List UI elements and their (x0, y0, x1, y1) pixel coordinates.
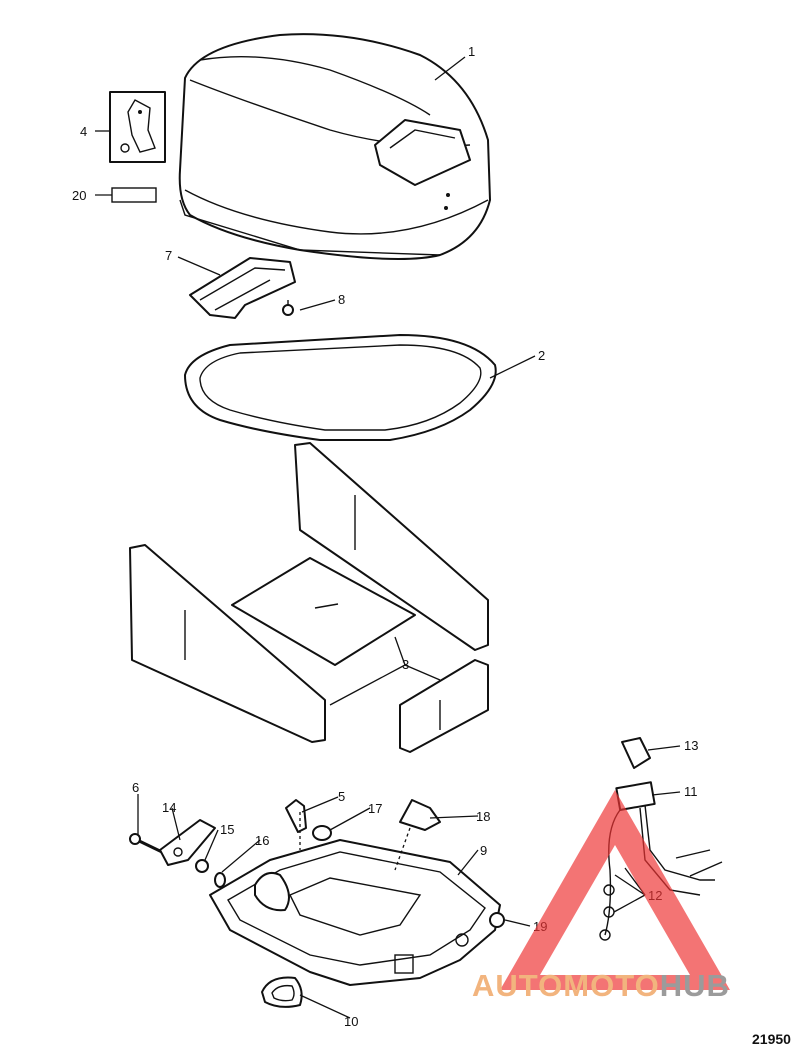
callout-4: 4 (80, 124, 87, 139)
callout-3: 3 (402, 657, 409, 672)
washer-part (214, 872, 226, 888)
callout-8: 8 (338, 292, 345, 307)
screw-part (282, 300, 294, 316)
callout-20: 20 (72, 188, 86, 203)
cowl-seal-part (184, 334, 497, 441)
top-cowl-part (178, 33, 491, 260)
side-grommet-part (489, 912, 505, 928)
watermark-text: AUTOMOTOHUB (472, 968, 730, 1003)
callout-16: 16 (255, 833, 269, 848)
automotohub-watermark: AUTOMOTOHUB (472, 790, 730, 1003)
decal-part (111, 187, 157, 203)
callout-7: 7 (165, 248, 172, 263)
cowl-latch-part (189, 257, 296, 319)
watermark-triangle-logo (500, 790, 730, 990)
callout-6: 6 (132, 780, 139, 795)
callout-2: 2 (538, 348, 545, 363)
callout-10: 10 (344, 1014, 358, 1029)
watermark-text-secondary: HUB (660, 968, 730, 1003)
callout-13: 13 (684, 738, 698, 753)
latch-bracket-part (109, 91, 166, 163)
insulation-panels-part (129, 442, 489, 753)
callout-11: 11 (684, 784, 698, 799)
callout-17: 17 (368, 801, 382, 816)
callout-18: 18 (476, 809, 490, 824)
watermark-text-primary: AUTOMOTO (472, 968, 660, 1003)
plug-part (312, 825, 332, 841)
callout-1: 1 (468, 44, 475, 59)
bottom-cowl-part (209, 839, 501, 986)
bracket-part (399, 799, 441, 831)
bolt-part (129, 833, 163, 854)
nut-part (195, 859, 209, 873)
callout-5: 5 (338, 789, 345, 804)
callout-14: 14 (162, 800, 176, 815)
lever-part (159, 819, 216, 866)
callout-15: 15 (220, 822, 234, 837)
figure-number: 21950 (752, 1031, 791, 1047)
callout-9: 9 (480, 843, 487, 858)
leader-lines (95, 56, 681, 1019)
grommet-part (261, 976, 303, 1008)
clip-part (285, 799, 307, 833)
